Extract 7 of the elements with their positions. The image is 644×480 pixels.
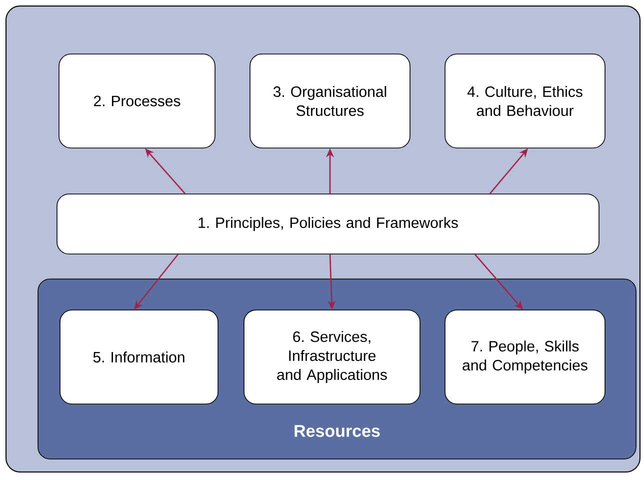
enabler-box: 4. Culture, Ethics and Behaviour bbox=[444, 54, 606, 148]
enabler-box: 3. Organisational Structures bbox=[250, 54, 410, 148]
enabler-box: 7. People, Skills and Competencies bbox=[444, 310, 606, 404]
enabler-box: 5. Information bbox=[60, 310, 218, 404]
principles-box: 1. Principles, Policies and Frameworks bbox=[56, 194, 600, 254]
enabler-box: 6. Services, Infrastructure and Applications bbox=[244, 310, 420, 404]
enabler-box: 2. Processes bbox=[58, 54, 216, 148]
